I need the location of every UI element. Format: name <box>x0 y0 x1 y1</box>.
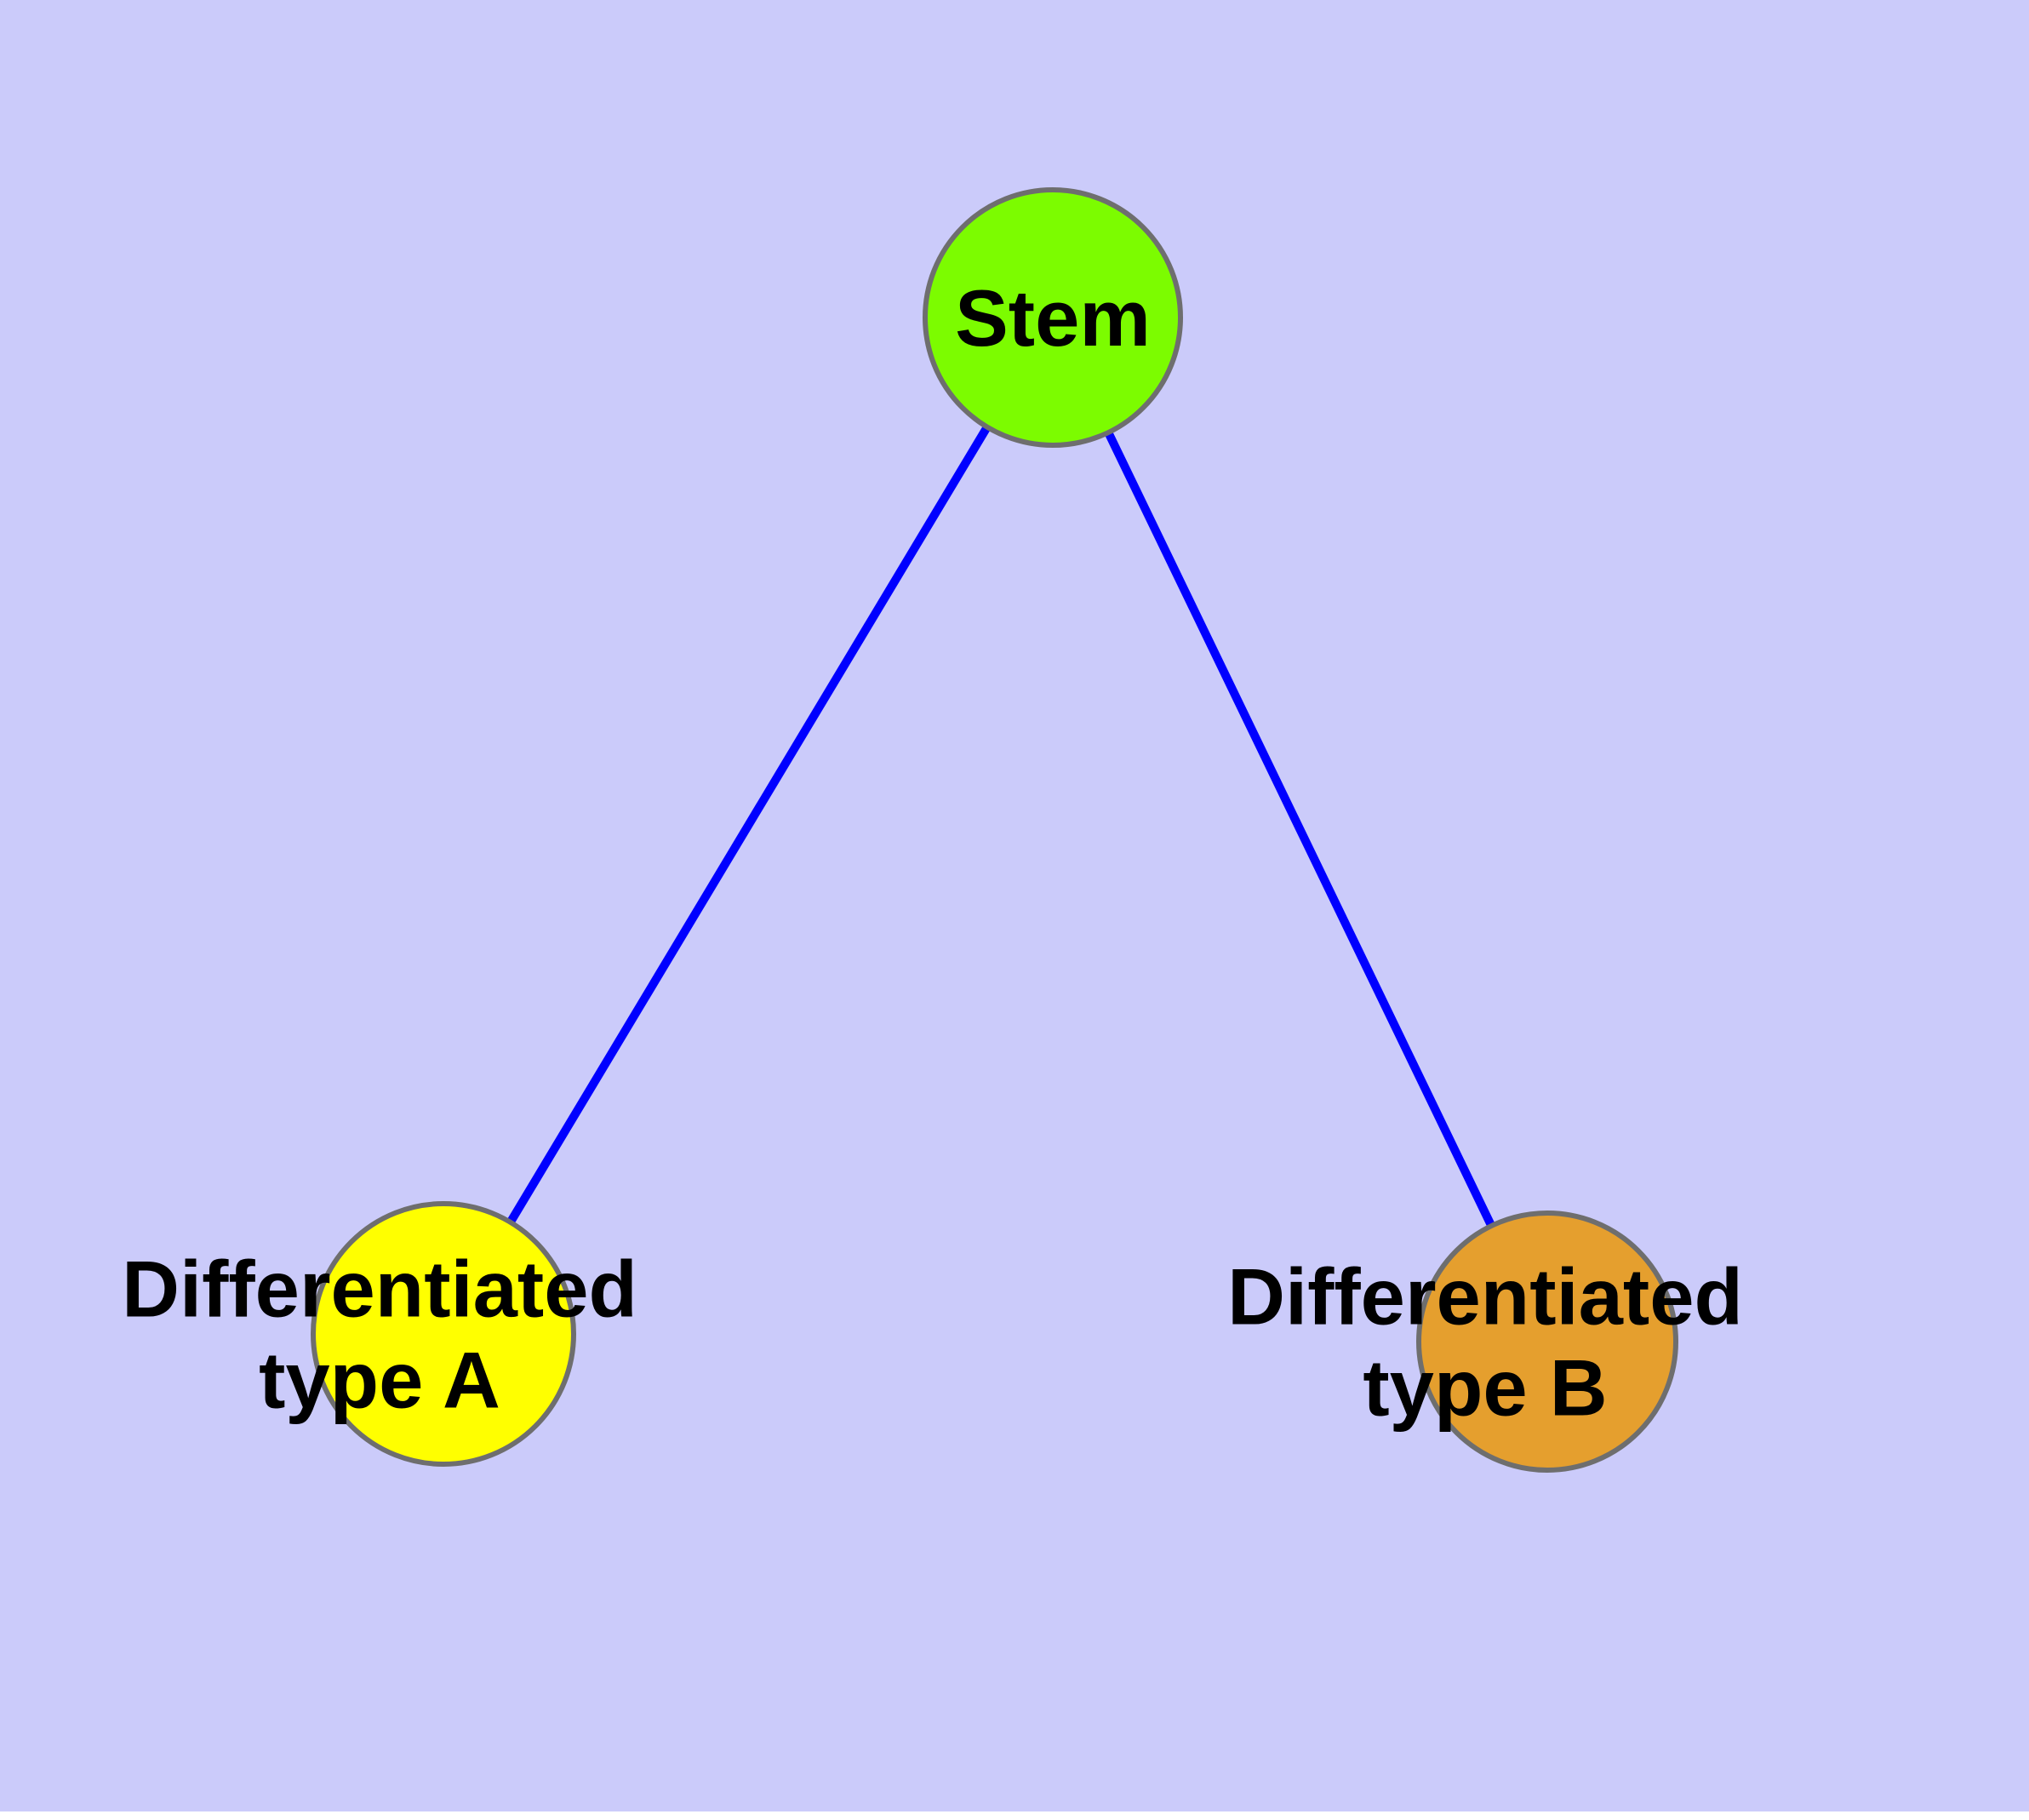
node-label-line: type A <box>259 1335 500 1424</box>
node-diff-a[interactable] <box>311 1201 576 1467</box>
node-label-line: Stem <box>955 273 1151 363</box>
node-label-line: Differentiated <box>1227 1251 1743 1341</box>
edge-stem-to-diff-a[interactable] <box>439 315 1057 1336</box>
edges-layer <box>439 315 1552 1344</box>
node-label-stem: Stem <box>955 273 1151 363</box>
node-stem[interactable] <box>923 187 1183 448</box>
node-label-line: Differentiated <box>122 1244 637 1333</box>
node-diff-b[interactable] <box>1416 1210 1678 1473</box>
edge-stem-to-diff-b[interactable] <box>1049 315 1552 1344</box>
node-label-line: type B <box>1363 1342 1607 1432</box>
nodes-layer <box>311 187 1678 1473</box>
